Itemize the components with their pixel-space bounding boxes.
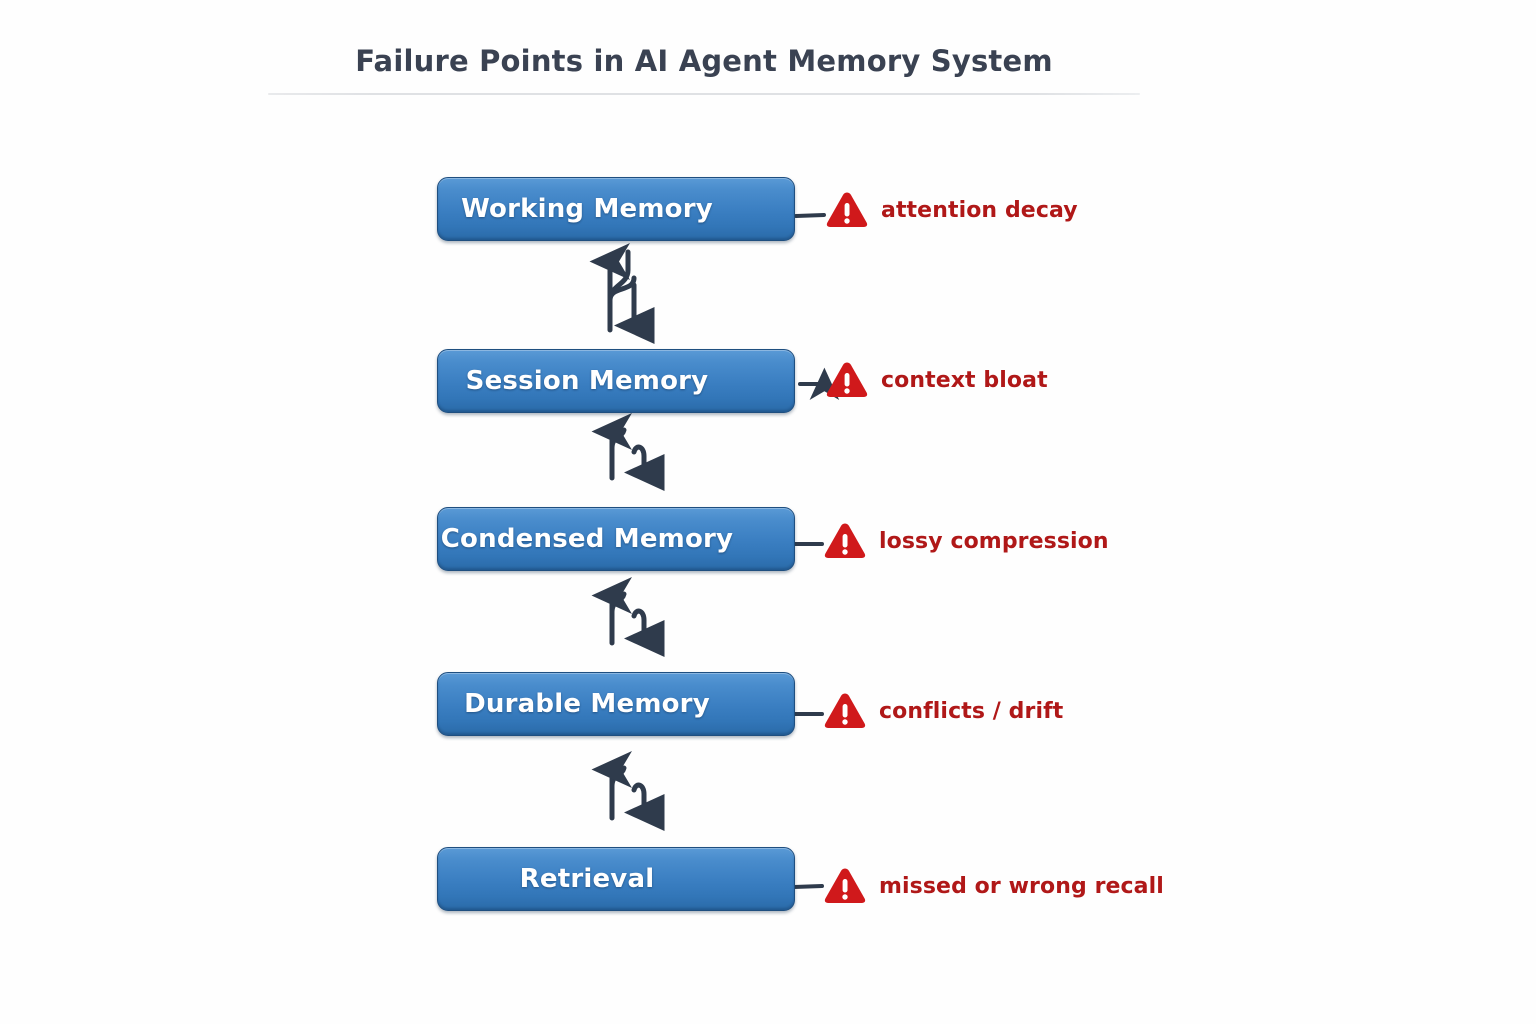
- node-durable-memory[interactable]: Durable Memory: [437, 672, 795, 736]
- annotation-retrieval: missed or wrong recall: [823, 866, 1164, 906]
- node-label: Condensed Memory: [440, 524, 734, 554]
- node-label: Working Memory: [461, 194, 713, 224]
- annotation-text: context bloat: [881, 367, 1048, 393]
- warning-triangle-icon: [824, 868, 866, 903]
- node-session-memory[interactable]: Session Memory: [437, 349, 795, 413]
- annotation-session-memory: context bloat: [825, 360, 1048, 400]
- warning-triangle-icon: [826, 192, 868, 227]
- annotation-durable-memory: conflicts / drift: [823, 691, 1063, 731]
- node-working-memory[interactable]: Working Memory: [437, 177, 795, 241]
- node-retrieval[interactable]: Retrieval: [437, 847, 795, 911]
- connector-working-to-session: [589, 242, 655, 345]
- warning-triangle-icon: [824, 523, 866, 558]
- annotation-text: attention decay: [881, 197, 1078, 223]
- node-label: Retrieval: [519, 864, 655, 894]
- page-title: Failure Points in AI Agent Memory System: [355, 44, 1053, 78]
- node-condensed-memory[interactable]: Condensed Memory: [437, 507, 795, 571]
- annotation-text: missed or wrong recall: [879, 873, 1164, 899]
- annotation-text: conflicts / drift: [879, 698, 1064, 724]
- node-label: Durable Memory: [464, 689, 710, 719]
- connector-session-to-condensed: [591, 412, 665, 492]
- annotation-condensed-memory: lossy compression: [823, 521, 1109, 561]
- connector-condensed-to-durable: [591, 576, 665, 658]
- annotation-working-memory: attention decay: [825, 190, 1078, 230]
- warning-triangle-icon: [824, 693, 866, 728]
- node-label: Session Memory: [465, 366, 709, 396]
- warning-triangle-icon: [826, 362, 868, 397]
- title-divider: [268, 93, 1140, 95]
- connector-durable-to-retrieval: [591, 750, 665, 832]
- annotation-text: lossy compression: [879, 528, 1109, 554]
